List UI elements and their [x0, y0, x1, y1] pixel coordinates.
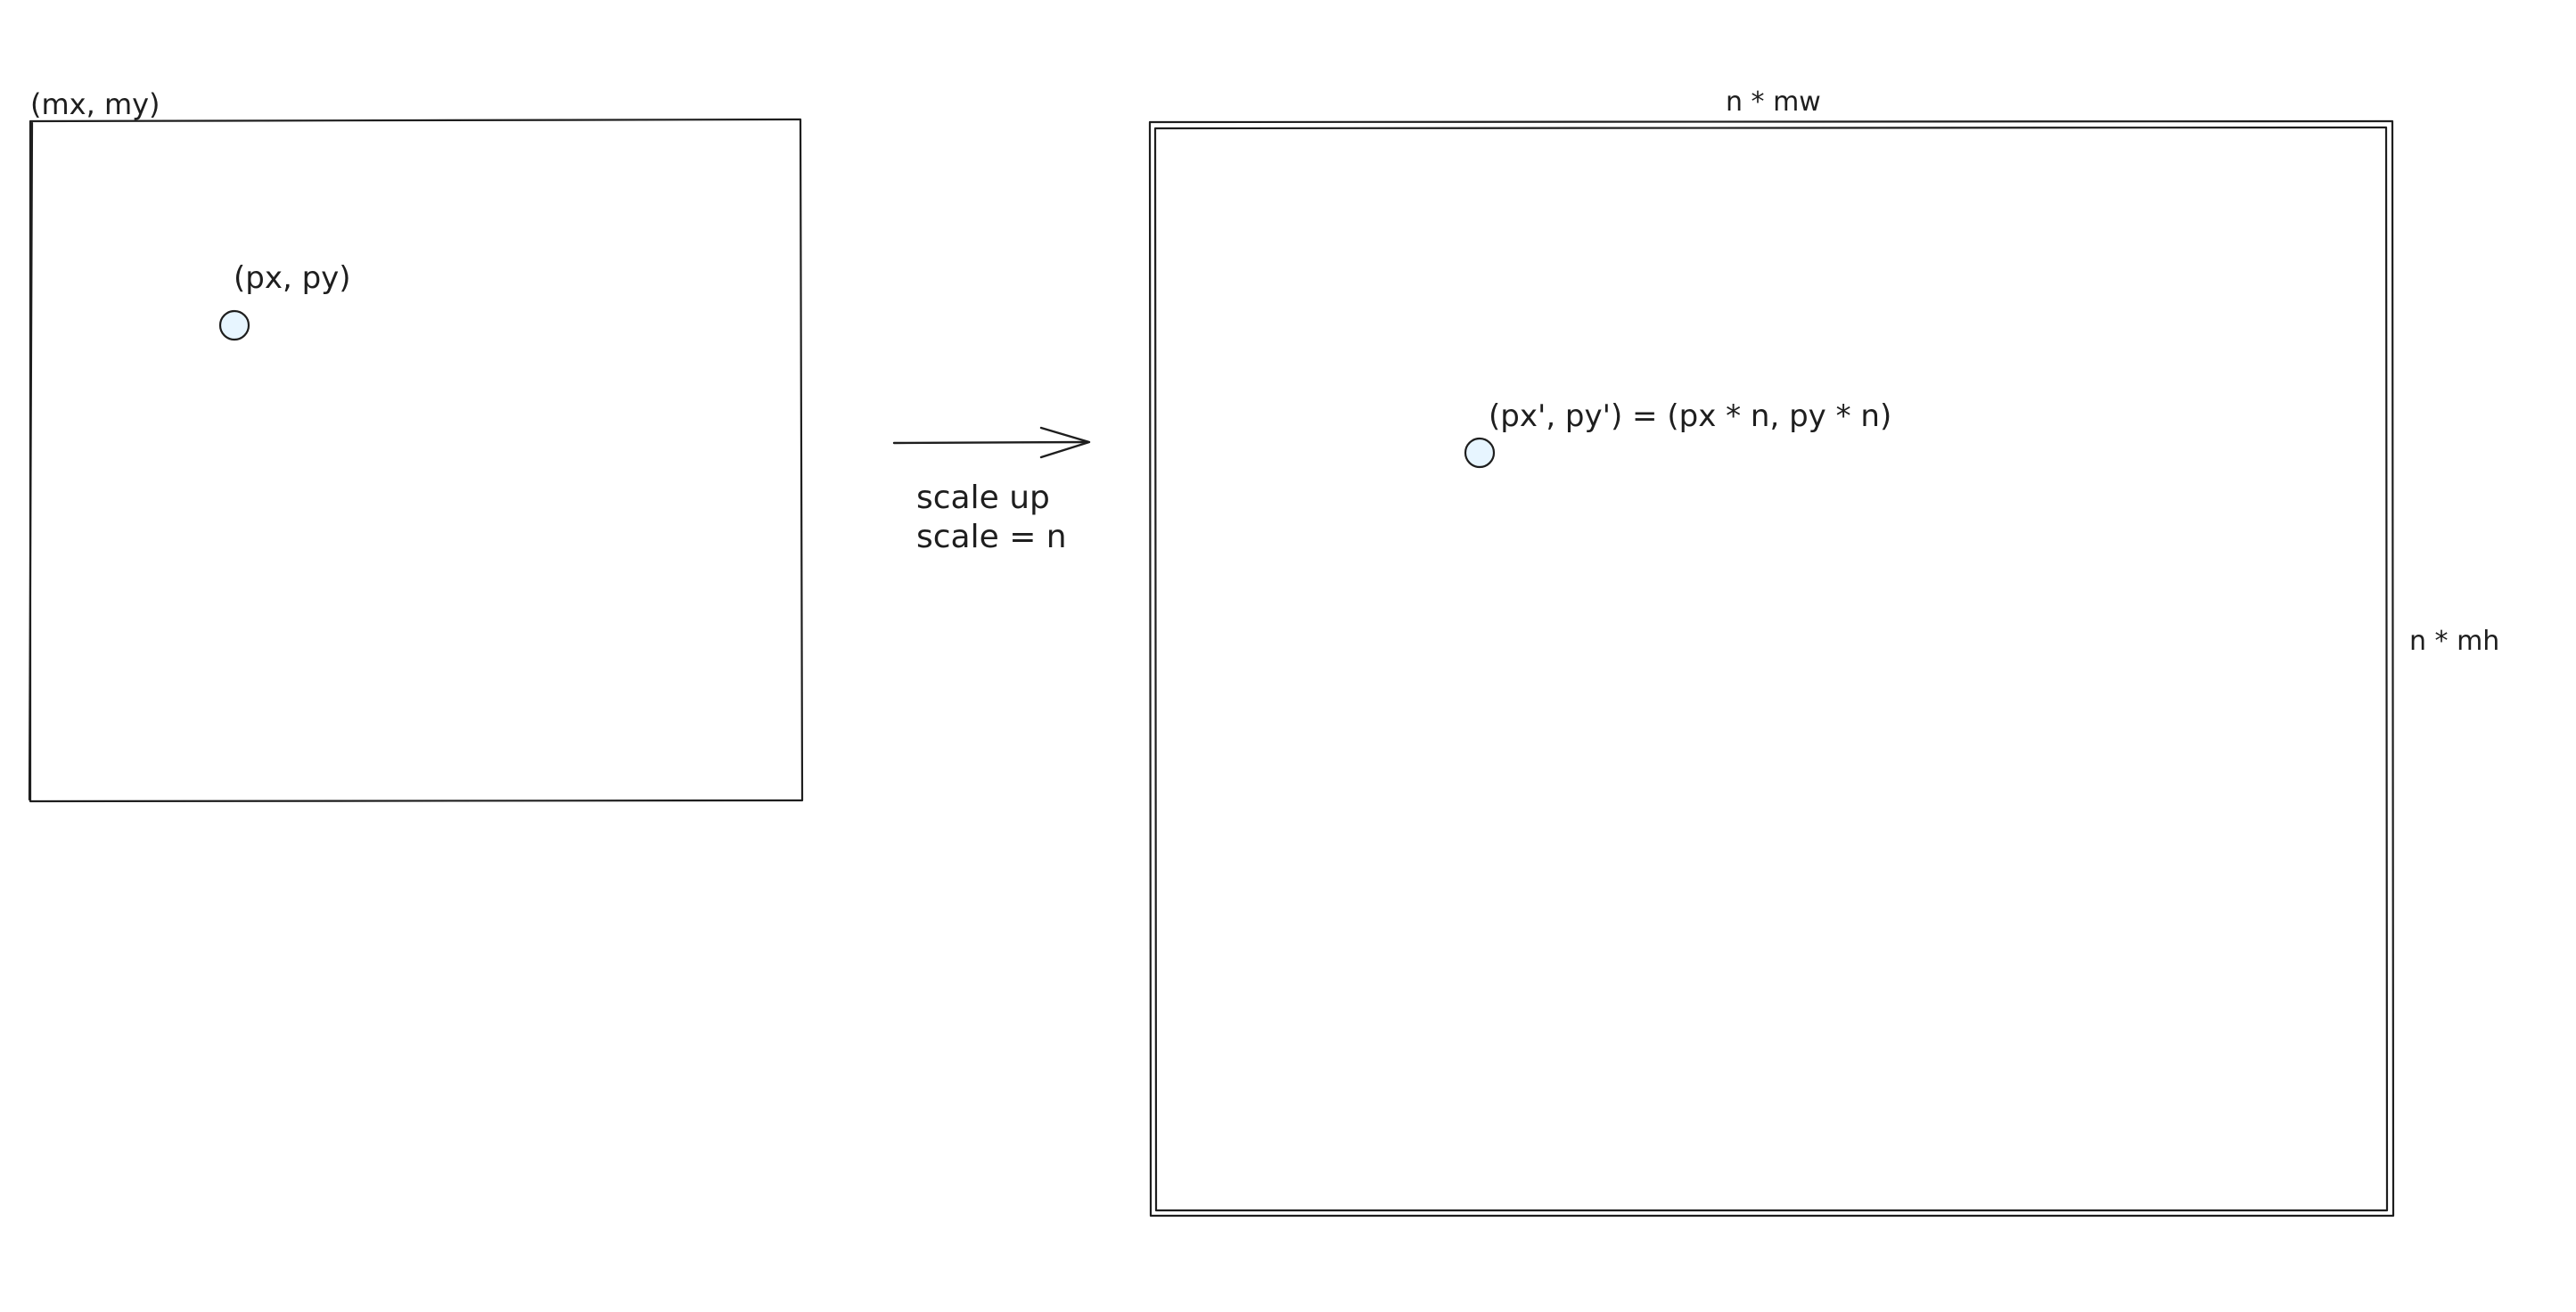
scaled-point-label: (px', py') = (px * n, py * n) [1489, 398, 1891, 434]
original-rectangle [28, 118, 804, 803]
original-point-label: (px, py) [234, 260, 351, 296]
transform-line-2: scale = n [916, 519, 1067, 555]
height-label: n * mh [2409, 626, 2499, 657]
original-point [218, 309, 250, 341]
scaled-rectangle [1148, 119, 2395, 1218]
width-label: n * mw [1726, 86, 1821, 118]
origin-label: (mx, my) [30, 87, 160, 121]
scaled-point [1464, 437, 1496, 469]
scale-arrow [892, 426, 1091, 459]
transform-line-1: scale up [916, 480, 1050, 516]
